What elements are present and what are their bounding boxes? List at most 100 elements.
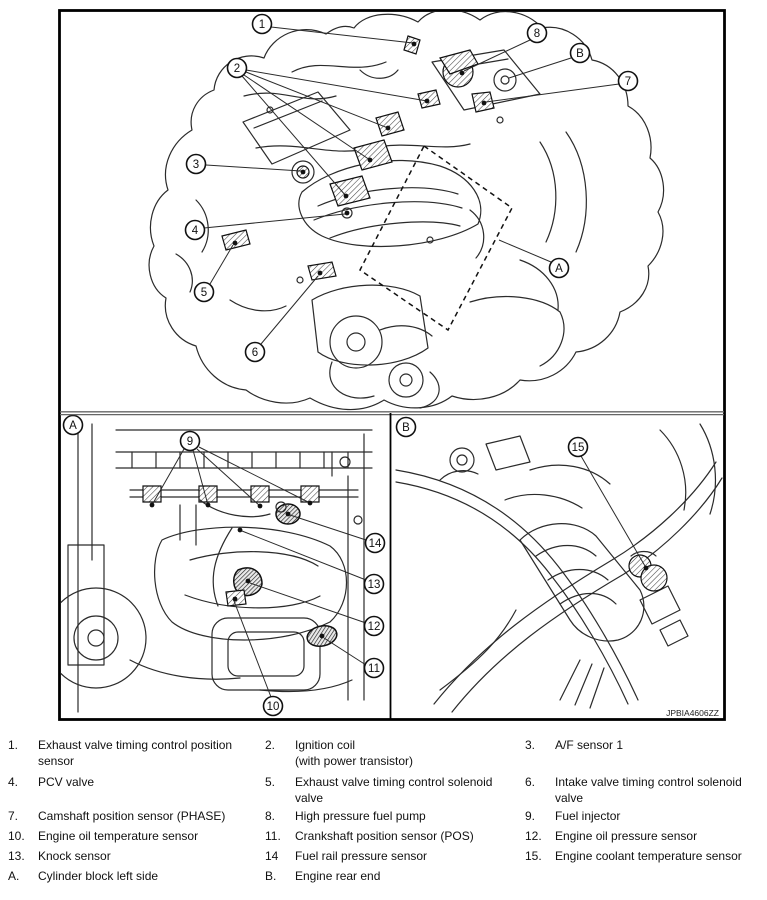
legend-text: Intake valve timing control solenoid val… [555,775,742,805]
panel-a-art [61,423,373,713]
legend-num: 14 [265,849,279,863]
legend-item-7: 7.Camshaft position sensor (PHASE) [8,809,258,825]
legend-item-2: 2. Ignition coil (with power transistor) [265,738,518,769]
callout-7: 7 [617,70,639,92]
legend-text: Exhaust valve timing control position se… [38,738,233,768]
svg-text:4: 4 [192,225,199,237]
callout-14: 14 [364,532,386,554]
callout-13: 13 [363,573,385,595]
callout-15: 15 [567,436,589,458]
svg-text:9: 9 [187,436,193,448]
exhaust-vtc-solenoid-valve [221,229,251,251]
callout-11: 11 [363,657,385,679]
legend-text: PCV valve [38,775,95,789]
callout-4: 4 [184,219,206,241]
svg-text:5: 5 [201,287,207,299]
legend-item-3: 3. A/F sensor 1 [525,738,763,754]
legend-text: Fuel injector [555,809,621,823]
svg-text:2: 2 [234,63,240,75]
legend-num: 6. [525,775,536,789]
legend-text: Crankshaft position sensor (POS) [295,829,474,843]
svg-text:11: 11 [368,663,380,675]
svg-text:A: A [69,420,77,432]
legend-num: 15. [525,849,542,863]
legend-item-11: 11. Crankshaft position sensor (POS) [265,829,518,845]
legend-num: B. [265,869,277,883]
legend-text: Knock sensor [38,849,111,863]
svg-text:14: 14 [369,538,382,550]
legend-item-1: 1. Exhaust valve timing control position … [8,738,258,769]
legend-text: High pressure fuel pump [295,809,426,823]
legend-num: 11. [265,829,281,843]
legend-item-14: 14 Fuel rail pressure sensor [265,849,518,865]
legend-item-12: 12. Engine oil pressure sensor [525,829,763,845]
legend-num: 5. [265,775,276,789]
legend-text: Ignition coil (with power transistor) [295,738,414,768]
ignition-coil [353,139,393,171]
legend-num: 2. [265,738,276,752]
legend-item-13: 13. Knock sensor [8,849,258,865]
legend-text: A/F sensor 1 [555,738,624,752]
intake-vtc-solenoid-valve [307,261,337,281]
legend-text: Engine oil temperature sensor [38,829,199,843]
callout-5: 5 [193,281,215,303]
svg-text:10: 10 [267,701,280,713]
svg-text:7: 7 [625,76,631,88]
legend-num: 8. [265,809,276,823]
svg-text:1: 1 [259,19,265,31]
panel-a-label: A [62,414,84,436]
legend-num: A. [8,869,20,883]
figure-frame [58,9,726,721]
svg-text:15: 15 [572,442,585,454]
pcv-valve [341,207,353,219]
panel-b-leader-lines [580,455,649,571]
legend-num: 7. [8,809,19,823]
legend-item-6: 6. Intake valve timing control solenoid v… [525,775,763,806]
svg-text:B: B [576,48,584,60]
callout-10: 10 [262,695,284,717]
legend-text: Exhaust valve timing control solenoid va… [295,775,493,805]
legend-item-15: 15. Engine coolant temperature sensor [525,849,763,865]
illustration-code: JPBIA4606ZZ [666,708,719,718]
svg-text:B: B [402,422,410,434]
legend-num: 9. [525,809,536,823]
legend-item-5: 5. Exhaust valve timing control solenoid … [265,775,518,806]
legend-num: 12. [525,829,542,843]
legend-text: Cylinder block left side [38,869,159,883]
svg-text:8: 8 [534,28,540,40]
ignition-coil [329,175,371,207]
main-leader-lines [203,26,620,345]
legend-num: 13. [8,849,25,863]
panel-a-leader-lines [149,446,367,698]
legend-item-8: 8. High pressure fuel pump [265,809,518,825]
svg-text:3: 3 [193,159,199,171]
legend-num: 3. [525,738,536,752]
legend-item-a: A. Cylinder block left side [8,869,258,885]
af-sensor [291,160,315,184]
callout-12: 12 [363,615,385,637]
dashed-region-cylinder-block-left-side [359,144,513,332]
callout-8: 8 [526,22,548,44]
legend-num: 4. [8,775,19,789]
legend-item-4: 4. PCV valve [8,775,258,791]
legend-num: 10. [8,829,25,843]
callout-3: 3 [185,153,207,175]
callout-2: 2 [226,57,248,79]
svg-text:A: A [555,263,563,275]
callout-6: 6 [244,341,266,363]
legend-item-10: 10. Engine oil temperature sensor [8,829,258,845]
panel-b-label: B [395,416,417,438]
legend-num: 1. [8,738,19,752]
ignition-coil [375,111,405,137]
panel-b-art [395,423,723,713]
legend-text: Engine coolant temperature sensor [555,849,742,863]
svg-text:13: 13 [368,579,381,591]
engine-component-location-diagram: 1 2 3 4 5 6 8 B 7 A [58,9,726,721]
callout-1: 1 [251,13,273,35]
svg-text:12: 12 [368,621,381,633]
legend-item-b: B.Engine rear end [265,869,518,885]
legend-text: Fuel rail pressure sensor [295,849,428,863]
main-engine-art [148,12,665,411]
legend-text: Engine oil pressure sensor [555,829,698,843]
